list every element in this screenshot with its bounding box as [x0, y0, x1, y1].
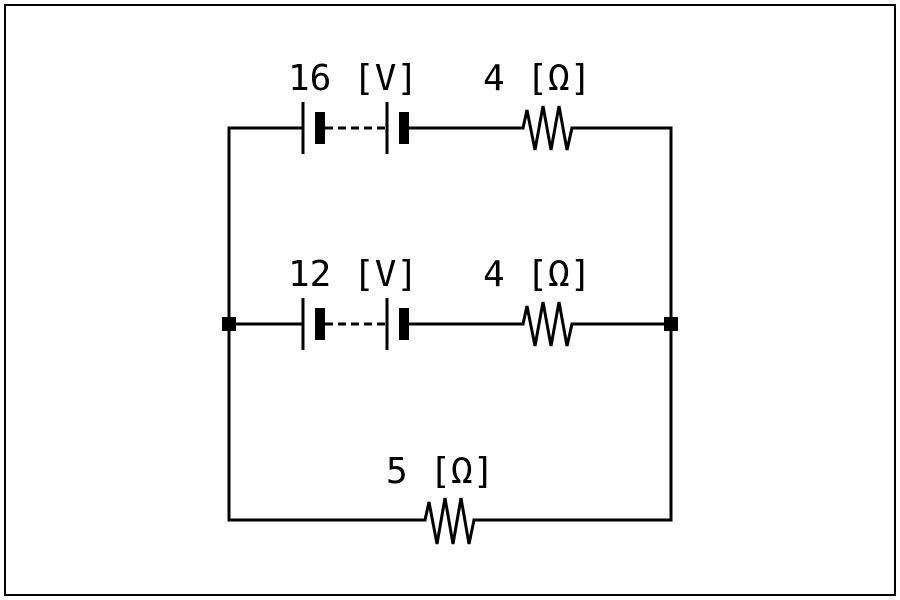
- diagram-frame: [4, 4, 896, 596]
- middle-battery-short-plate-1: [315, 308, 325, 340]
- top-resistor-symbol: [521, 105, 574, 151]
- left-junction-node: [222, 317, 236, 331]
- top-battery-short-plate-1: [315, 112, 325, 144]
- top-branch: 16 [V] 4 [Ω]: [227, 58, 673, 154]
- middle-battery-symbol: [301, 298, 409, 350]
- bottom-resistor-label: 5 [Ω]: [386, 451, 494, 492]
- middle-resistor-symbol: [521, 301, 574, 347]
- middle-battery-short-plate-2: [399, 308, 409, 340]
- top-battery-short-plate-2: [399, 112, 409, 144]
- top-battery-symbol: [301, 102, 409, 154]
- middle-resistor-label: 4 [Ω]: [483, 254, 591, 295]
- top-resistor-label: 4 [Ω]: [483, 58, 591, 99]
- bottom-resistor-symbol: [423, 497, 476, 545]
- bottom-branch: 5 [Ω]: [227, 451, 673, 545]
- middle-branch: 12 [V] 4 [Ω]: [222, 254, 678, 350]
- right-junction-node: [664, 317, 678, 331]
- top-battery-label: 16 [V]: [288, 58, 418, 99]
- middle-battery-label: 12 [V]: [288, 254, 418, 295]
